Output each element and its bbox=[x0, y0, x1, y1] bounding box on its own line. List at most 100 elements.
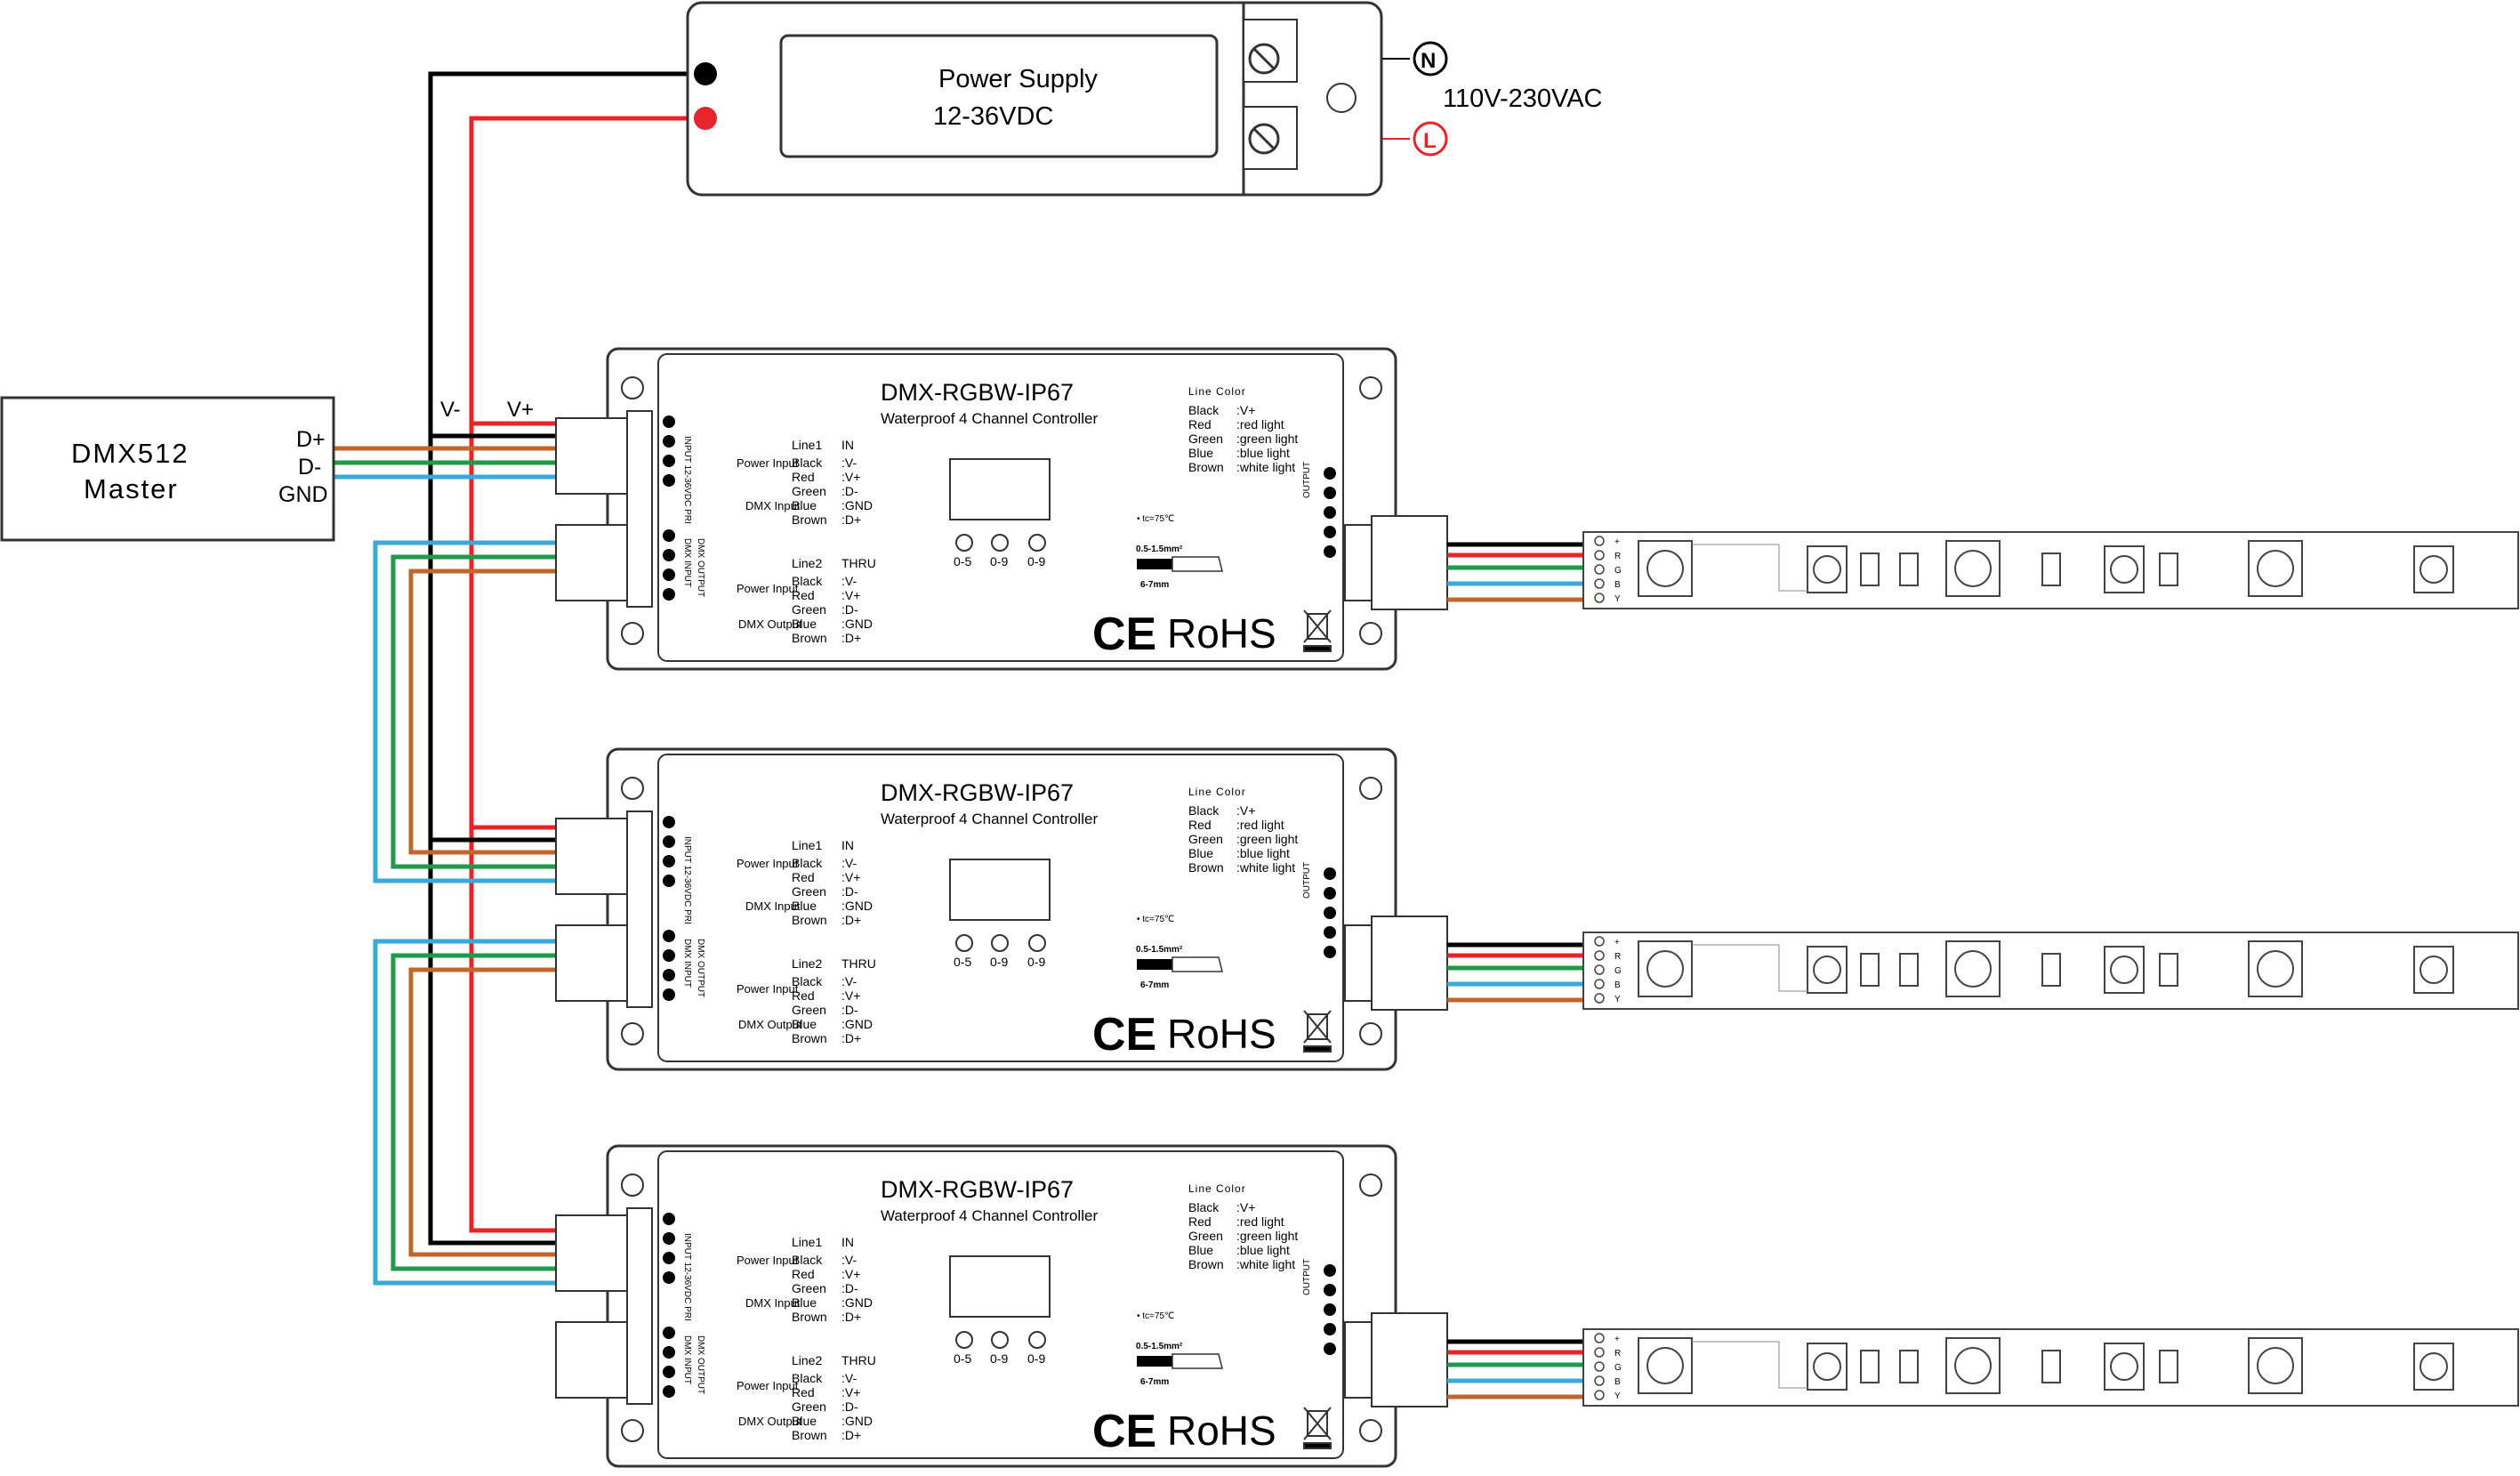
line1-black: Black bbox=[792, 856, 823, 870]
line1-sig-dminus: :D- bbox=[841, 484, 858, 498]
mount-hole-left-top bbox=[621, 1174, 644, 1197]
line-color-title: Line Color bbox=[1188, 786, 1246, 798]
terminal-block-left bbox=[626, 811, 653, 1008]
left-terminals bbox=[663, 1213, 675, 1398]
wire-strip-sheath bbox=[1171, 1353, 1223, 1369]
gland-output-outer bbox=[1371, 915, 1448, 1011]
lc-black-val: :V+ bbox=[1236, 1200, 1255, 1214]
dial-1[interactable] bbox=[955, 934, 973, 952]
dmx-master: DMX512 Master D+ D- GND bbox=[0, 396, 335, 542]
mount-hole-left-bot bbox=[621, 622, 644, 645]
gland-output bbox=[1344, 524, 1373, 601]
controller-model: DMX-RGBW-IP67 bbox=[881, 779, 1074, 806]
lc-green-val: :green light bbox=[1236, 832, 1298, 846]
dial-2[interactable] bbox=[991, 1331, 1009, 1349]
controller-display bbox=[949, 859, 1051, 921]
line2-power-input: Power Input bbox=[737, 982, 799, 996]
line1-green: Green bbox=[792, 884, 826, 899]
lc-black: Black bbox=[1188, 803, 1220, 818]
strip-pin-y: Y bbox=[1614, 1391, 1621, 1401]
right-terminals bbox=[1324, 467, 1336, 558]
line2-black: Black bbox=[792, 974, 823, 988]
port-input-label: INPUT 12-36VDC PRI bbox=[682, 436, 692, 524]
lc-blue-val: :blue light bbox=[1236, 446, 1290, 460]
line2-green: Green bbox=[792, 602, 826, 617]
mount-hole-left-top bbox=[621, 777, 644, 800]
dial-2[interactable] bbox=[991, 534, 1009, 552]
left-terminals bbox=[663, 415, 675, 601]
line1-sig-dplus: :D+ bbox=[841, 512, 861, 527]
line2-sig-vplus: :V+ bbox=[841, 1385, 860, 1399]
line2-green: Green bbox=[792, 1399, 826, 1414]
controller-subtitle: Waterproof 4 Channel Controller bbox=[881, 811, 1098, 827]
lc-black-val: :V+ bbox=[1236, 803, 1255, 818]
power-supply: Power Supply 12-36VDC N L 110V-230VAC bbox=[686, 1, 1603, 197]
line1-dir: IN bbox=[841, 1235, 854, 1249]
led-strip-2: + R G B Y bbox=[1582, 932, 2519, 1010]
line2-label: Line2 bbox=[792, 556, 822, 570]
lc-red-val: :red light bbox=[1236, 1214, 1284, 1229]
line2-power-input: Power Input bbox=[737, 582, 799, 595]
gland-power bbox=[555, 417, 632, 495]
strip-trace bbox=[1692, 944, 1807, 992]
rohs-mark: RoHS bbox=[1167, 610, 1276, 657]
line2-sig-gnd: :GND bbox=[841, 617, 873, 631]
strip-wires bbox=[1447, 542, 1588, 1399]
strip-pin-plus: + bbox=[1614, 938, 1620, 948]
strip-clones: + R G B Y + R G B Y bbox=[1582, 932, 2519, 1407]
weee-bin-icon bbox=[1303, 1010, 1332, 1053]
lc-red-val: :red light bbox=[1236, 417, 1284, 432]
psu-red-terminal bbox=[694, 107, 717, 130]
wire-size-label: 0.5-1.5mm² bbox=[1136, 945, 1183, 955]
gland-power bbox=[555, 1214, 632, 1292]
ce-mark: CE bbox=[1092, 1406, 1156, 1457]
lc-brown: Brown bbox=[1188, 1257, 1224, 1271]
gland-power bbox=[555, 818, 632, 895]
dial-3[interactable] bbox=[1028, 934, 1046, 952]
line1-sig-dplus: :D+ bbox=[841, 913, 861, 927]
controller-clones: INPUT 12-36VDC PRI DMX INPUT DMX OUTPUT … bbox=[555, 747, 1448, 1468]
lc-blue: Blue bbox=[1188, 446, 1213, 460]
line1-sig-dminus: :D- bbox=[841, 884, 858, 899]
line2-sig-dminus: :D- bbox=[841, 1003, 858, 1017]
dial-3[interactable] bbox=[1028, 1331, 1046, 1349]
line2-dir: THRU bbox=[841, 556, 876, 570]
dial-1[interactable] bbox=[955, 1331, 973, 1349]
line1-black: Black bbox=[792, 1253, 823, 1267]
strip-pin-b: B bbox=[1614, 980, 1621, 990]
line1-sig-dplus: :D+ bbox=[841, 1310, 861, 1324]
dial-3-label: 0-9 bbox=[1027, 955, 1045, 969]
port-input-label: INPUT 12-36VDC PRI bbox=[682, 1233, 692, 1321]
line1-sig-vplus: :V+ bbox=[841, 1267, 860, 1281]
line1-power-input: Power Input bbox=[737, 1254, 799, 1267]
gland-output-outer bbox=[1371, 515, 1448, 610]
dial-3[interactable] bbox=[1028, 534, 1046, 552]
loop1-brown bbox=[408, 569, 605, 855]
tc-label: • tc=75℃ bbox=[1137, 514, 1174, 524]
strip-wire-set-2 bbox=[1447, 942, 1588, 1003]
line1-sig-gnd: :GND bbox=[841, 498, 873, 512]
gland-dmx-in bbox=[555, 1321, 632, 1399]
rohs-mark: RoHS bbox=[1167, 1407, 1276, 1454]
controller-2: INPUT 12-36VDC PRI DMX INPUT DMX OUTPUT … bbox=[555, 747, 1448, 1071]
dial-3-label: 0-9 bbox=[1027, 554, 1045, 569]
line2-sig-dminus: :D- bbox=[841, 1399, 858, 1414]
weee-bin-icon bbox=[1303, 1407, 1332, 1449]
strip-pin-r: R bbox=[1614, 1349, 1621, 1359]
gland-dmx-in bbox=[555, 524, 632, 601]
line1-sig-vplus: :V+ bbox=[841, 870, 860, 884]
line1-label: Line1 bbox=[792, 1235, 822, 1249]
line2-sig-gnd: :GND bbox=[841, 1414, 873, 1428]
port-dmx-input-label: DMX INPUT bbox=[682, 538, 692, 587]
line1-dir: IN bbox=[841, 438, 854, 452]
line2-sig-dplus: :D+ bbox=[841, 631, 861, 645]
loop2-green bbox=[390, 953, 605, 1271]
strip-pin-y: Y bbox=[1614, 995, 1621, 1004]
dial-1[interactable] bbox=[955, 534, 973, 552]
dial-2[interactable] bbox=[991, 934, 1009, 952]
gland-output-outer bbox=[1371, 1312, 1448, 1407]
lc-blue-val: :blue light bbox=[1236, 846, 1290, 860]
line2-sig-vplus: :V+ bbox=[841, 588, 860, 602]
line1-black: Black bbox=[792, 456, 823, 470]
lc-green-val: :green light bbox=[1236, 432, 1298, 446]
